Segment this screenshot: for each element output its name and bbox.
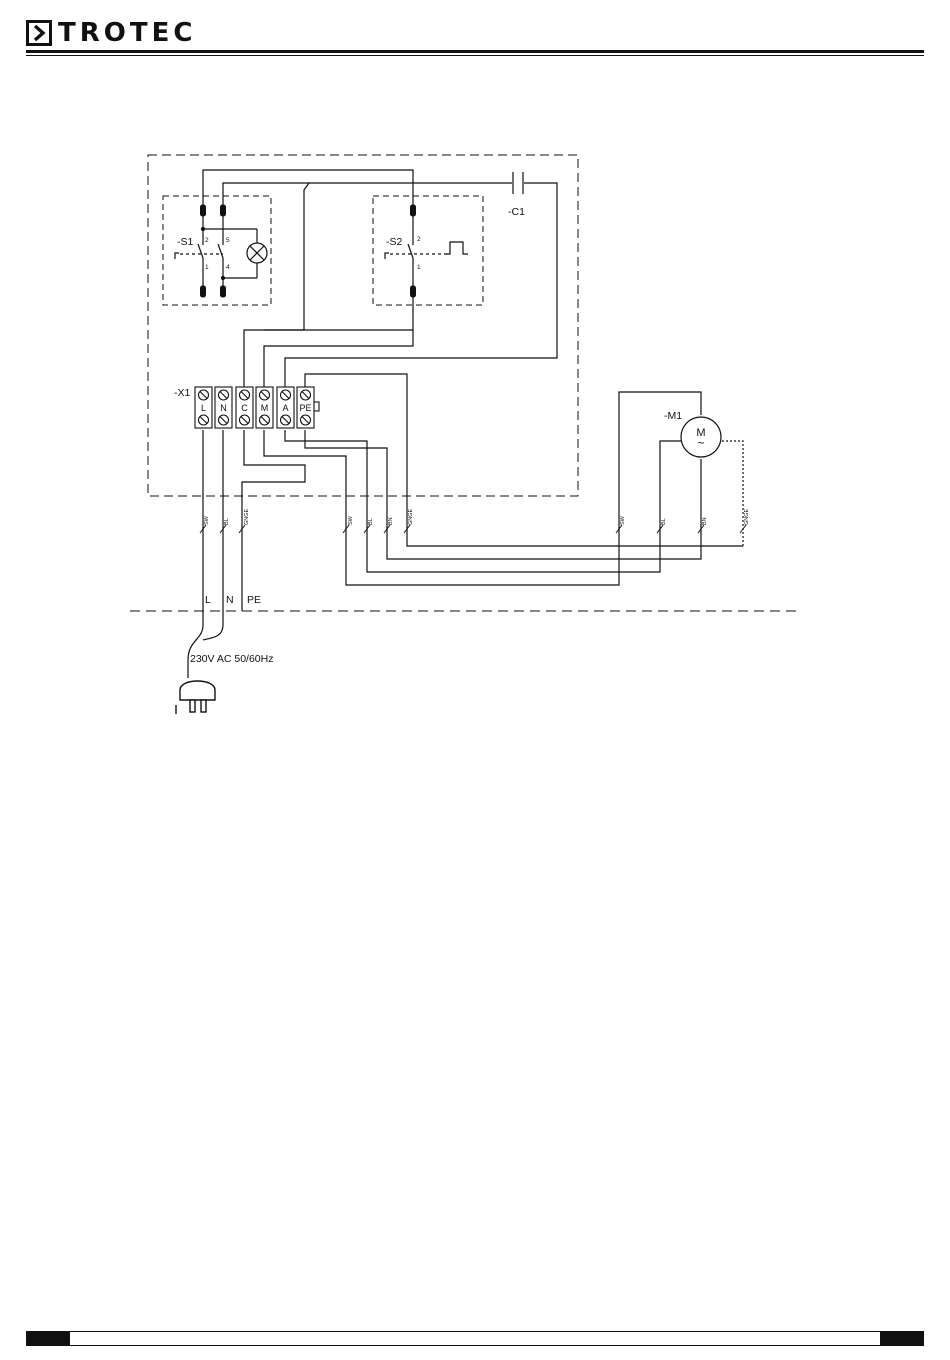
wire-color-label: BN (388, 517, 394, 525)
footer-block-right (880, 1331, 924, 1346)
supply-label-l: L (205, 594, 211, 606)
wire-color-label: BL (661, 518, 667, 525)
cable-pe (242, 430, 305, 611)
wire-color-label: SW (204, 515, 210, 525)
pin-number: 5 (226, 237, 230, 244)
s1-contact (201, 286, 206, 297)
s1-node (221, 276, 224, 279)
supply-label-pe: PE (247, 594, 261, 606)
terminal-label: A (282, 403, 288, 413)
motor-gnge-dashed (718, 441, 743, 546)
motor-ac: ~ (697, 436, 704, 450)
wire-color-label: SW (348, 515, 354, 525)
label-power: 230V AC 50/60Hz (190, 653, 273, 665)
label-s1: -S1 (177, 236, 194, 248)
power-cord-n (203, 625, 223, 640)
wire-s2-out (264, 295, 413, 330)
motor-m1: M ~ (681, 417, 721, 457)
s2-timer-pulse (446, 242, 468, 254)
s2-contact (411, 286, 416, 297)
supply-label-n: N (226, 594, 234, 606)
wire-color-label: BL (368, 518, 374, 525)
wire-color-label: SW (620, 515, 626, 525)
wire-color-label: GNGE (408, 508, 414, 525)
pin-number: 2 (205, 237, 209, 244)
wire-color-label: BN (702, 517, 708, 525)
label-c1: -C1 (508, 206, 525, 218)
pin-number: 1 (417, 264, 421, 271)
motor-sw (264, 392, 701, 585)
terminal-label: C (241, 403, 248, 413)
s2-blade (408, 244, 413, 258)
s1-blade1 (198, 244, 203, 258)
terminal-pe-tab (314, 402, 319, 411)
pin-number: 4 (226, 264, 230, 271)
mains-plug-icon (176, 681, 215, 714)
wire-n-top (223, 183, 309, 390)
power-cord (188, 625, 203, 678)
s2-handle (385, 253, 389, 259)
motor-bl (285, 430, 684, 572)
s1-blade2 (218, 244, 223, 258)
wire-l-top (203, 170, 413, 209)
pin-number: 2 (417, 236, 421, 243)
label-s2: -S2 (386, 236, 403, 248)
pin-number: 1 (205, 264, 209, 271)
s2-contact (411, 205, 416, 216)
s1-contact (221, 286, 226, 297)
s1-contact (201, 205, 206, 216)
wire-color-label: BL (224, 518, 230, 525)
wire-color-label: GNGE (744, 508, 750, 525)
label-x1: -X1 (174, 387, 191, 399)
s1-handle (175, 253, 179, 259)
motor-bn (305, 430, 701, 559)
wire-color-label: GNGE (244, 508, 250, 525)
terminal-label: N (220, 403, 227, 413)
terminal-label: L (201, 403, 206, 413)
wire-s2-m (264, 330, 413, 390)
label-m1: -M1 (664, 410, 682, 422)
s1-contact (221, 205, 226, 216)
footer-block-left (26, 1331, 70, 1346)
terminal-label: PE (299, 403, 311, 413)
s1-lamp (247, 243, 267, 263)
s1-node (201, 227, 204, 230)
terminal-label: M (261, 403, 269, 413)
s2-box (373, 196, 483, 305)
page-footer (26, 1331, 924, 1346)
